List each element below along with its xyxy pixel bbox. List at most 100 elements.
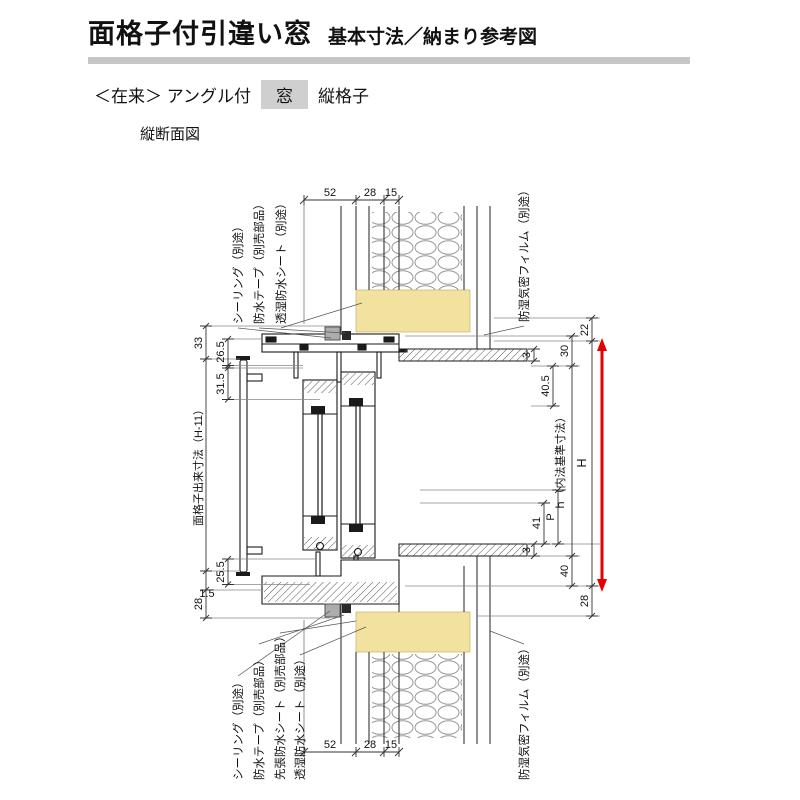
- sealing-joints: [324, 326, 351, 618]
- head-gasket-2: [383, 336, 395, 343]
- callout-sealing-bottom: シーリング（別途）: [231, 677, 245, 781]
- head-gasket-1: [265, 336, 277, 343]
- dim-left-28: 28: [193, 598, 205, 610]
- callout-preapplied-sheet-bottom: 先張防水シート（別売部品）: [273, 631, 287, 781]
- page-subtitle: 基本寸法／納まり参考図: [328, 27, 538, 48]
- dim-right-h-label: ｈ（内法基準寸法）: [553, 412, 567, 511]
- head-track-fin-2: [336, 351, 342, 383]
- sill-track-fin-1: [315, 551, 321, 577]
- sash-int-toprail-hatch: [342, 373, 374, 385]
- dim-bottom-28: 28: [364, 739, 376, 751]
- dim-right-41: 41: [531, 517, 543, 529]
- dim-right-40-5: 40.5: [540, 375, 552, 396]
- head-track-fin-3: [376, 351, 382, 379]
- dim-left-grille-height: 面格子出来寸法（H-11）: [191, 404, 205, 526]
- callout-waterproof-tape-top: 防水テープ（別売部品）: [252, 198, 266, 324]
- dim-left-26-5: 26.5: [215, 341, 227, 362]
- interior-casings: [398, 348, 528, 557]
- sash-ext-rail-lines: [303, 413, 337, 517]
- tape-top: [342, 331, 351, 340]
- extension-lines: [206, 317, 600, 619]
- callout-vapor-film-bottom: 防湿気密フィルム（別途）: [517, 642, 531, 780]
- sash-ext-toprail-hatch: [304, 381, 336, 393]
- casing-top: [398, 348, 528, 362]
- callout-labels: シーリング（別途） 防水テープ（別売部品） 透湿防水シート（別途） 防湿気密フィ…: [231, 184, 531, 780]
- dim-left-31-5: 31.5: [215, 373, 227, 394]
- dim-right-H: H: [575, 458, 589, 467]
- dim-top-28: 28: [364, 187, 376, 199]
- head-gasket-4: [357, 344, 367, 351]
- sill-profile: [261, 559, 400, 605]
- spec-prefix: ＜在来＞ アングル付: [94, 87, 252, 106]
- height-arrow-head-top: [597, 338, 607, 351]
- sash-interior: [340, 371, 376, 559]
- sash-ext-glass: [317, 414, 323, 516]
- sash-ext-roller: [315, 541, 325, 551]
- frame-sill: [261, 551, 400, 605]
- callout-vapor-film-top: 防湿気密フィルム（別途）: [517, 184, 531, 322]
- sill-track-fin-2: [353, 555, 359, 561]
- sash-int-gasket-bottom: [349, 524, 363, 532]
- callout-leaders: [237, 302, 525, 677]
- sash-ext-gasket-top: [311, 406, 325, 414]
- head-gasket-3: [299, 344, 309, 351]
- sash-exterior: [302, 379, 338, 551]
- grille-bracket-bottom: [246, 546, 263, 555]
- frame-head: [261, 333, 408, 383]
- dim-bottom-52: 52: [324, 739, 336, 751]
- sash-ext-outline: [302, 379, 338, 551]
- security-grille: [236, 356, 263, 576]
- grille-bracket-top: [246, 373, 263, 382]
- dim-right-28: 28: [579, 595, 591, 607]
- insulation-bottom: [372, 654, 462, 738]
- callout-sealing-top: シーリング（別途）: [231, 221, 245, 325]
- dim-left-33: 33: [193, 337, 205, 349]
- page-title: 面格子付引違い窓: [88, 19, 312, 49]
- dim-right-P: P: [545, 513, 557, 520]
- sill-wood-bottom: [355, 611, 471, 653]
- spec-suffix: 縦格子: [318, 87, 370, 106]
- sealing-top: [324, 326, 341, 341]
- sealing-bottom: [324, 603, 341, 618]
- insulation-top: [372, 212, 462, 290]
- lintel-wood-top: [355, 289, 471, 333]
- dimension-chains: [200, 195, 598, 757]
- wall-bottom: [303, 556, 491, 747]
- head-track-fin-1: [293, 351, 299, 379]
- sash-int-rail-lines: [341, 405, 375, 525]
- tape-bottom: [342, 604, 351, 613]
- spec-window-highlight: 窓: [261, 80, 309, 109]
- dim-right-22: 22: [579, 324, 591, 336]
- dim-right-40: 40: [559, 565, 571, 577]
- dim-right-30: 30: [559, 345, 571, 357]
- dim-top-15: 15: [385, 187, 397, 199]
- sash-ext-gasket-bottom: [311, 516, 325, 524]
- title-row: 面格子付引違い窓 基本寸法／納まり参考図: [88, 12, 708, 51]
- section-label: 縦断面図: [140, 126, 201, 143]
- grille-cap-top: [236, 356, 250, 360]
- dim-left-1-5: 1.5: [199, 588, 214, 600]
- title-underline: [88, 57, 690, 64]
- sill-hatch: [264, 582, 397, 602]
- dim-right-3-bottom: 3: [521, 547, 533, 553]
- sash-int-botrail-hatch: [342, 545, 374, 557]
- height-arrow-head-bottom: [597, 579, 607, 592]
- header: 面格子付引違い窓 基本寸法／納まり参考図 ＜在来＞ アングル付 窓 縦格子 縦断…: [88, 12, 708, 144]
- dim-right-3-top: 3: [521, 352, 533, 358]
- grille-cap-bottom: [236, 572, 250, 576]
- height-arrow: [597, 338, 607, 592]
- sash-int-glass: [355, 406, 361, 524]
- head-lines: [262, 343, 399, 353]
- dim-left-25-5: 25.5: [215, 561, 227, 582]
- dimension-labels: 52 28 15 52 28 15 33 26.5 31.5 面格子出来寸法（H…: [191, 187, 591, 751]
- wall-layer-lines-top: [340, 206, 491, 349]
- wall-top: [303, 205, 491, 349]
- grille-bar: [239, 359, 248, 573]
- callout-waterproof-tape-bottom: 防水テープ（別売部品）: [252, 654, 266, 780]
- dim-bottom-15: 15: [385, 739, 397, 751]
- callout-breathable-sheet-top: 透湿防水シート（別途）: [274, 198, 288, 325]
- casing-bottom: [398, 543, 528, 557]
- sash-int-gasket-top: [349, 398, 363, 406]
